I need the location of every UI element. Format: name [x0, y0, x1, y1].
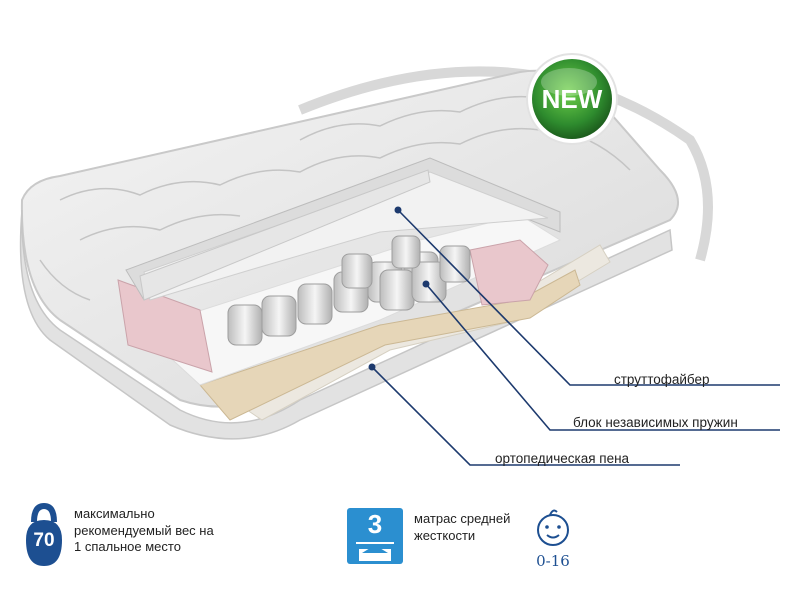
mattress-illustration: [19, 66, 780, 466]
side-foam-right: [469, 239, 549, 306]
firmness-value: 3: [367, 509, 383, 539]
label-struttofiber: струттофайбер: [614, 372, 710, 387]
max-weight-value: 70: [33, 530, 55, 551]
side-foam-left: [117, 279, 213, 373]
background-arc: [298, 66, 713, 262]
independent-springs: [227, 235, 471, 346]
callout-lines: [371, 209, 780, 466]
firmness-icon: 3: [346, 507, 404, 565]
age-range: 0-16: [536, 552, 570, 570]
max-weight-description: максимально рекомендуемый вес на 1 спаль…: [74, 506, 214, 554]
mattress-side: [19, 209, 673, 440]
new-badge-text: NEW: [542, 84, 603, 114]
label-orthopedic-foam: ортопедическая пена: [495, 451, 630, 466]
label-independent-springs: блок независимых пружин: [573, 415, 738, 430]
kettlebell-icon: 70: [20, 500, 68, 570]
new-badge: NEW: [526, 53, 618, 145]
foam-base: [199, 269, 581, 421]
firmness-description: матрас средней жесткости: [414, 511, 511, 543]
child-face-icon: 0-16: [526, 502, 580, 572]
